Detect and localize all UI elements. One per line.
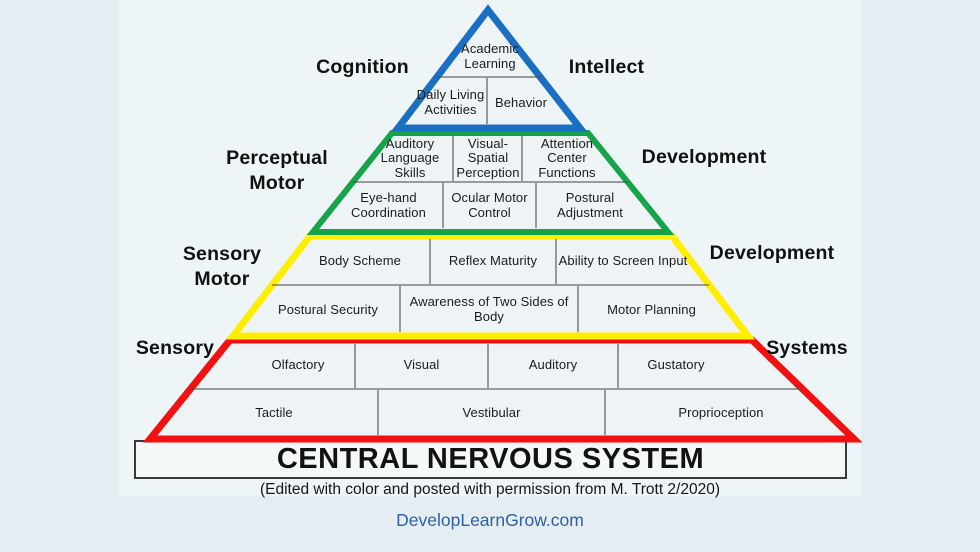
cell-tactile: Tactile xyxy=(255,404,293,420)
side-label-development-upper: Development xyxy=(641,146,767,169)
side-label-sensory: Sensory xyxy=(135,337,215,360)
cell-vestibular: Vestibular xyxy=(462,404,521,420)
cell-auditory-language-skills: Auditory Language Skills xyxy=(380,135,440,180)
cell-awareness-of-two-sides-of-body: Awareness of Two Sides of Body xyxy=(409,294,569,324)
cell-behavior: Behavior xyxy=(494,94,548,110)
side-label-development-lower: Development xyxy=(709,242,835,265)
cell-olfactory: Olfactory xyxy=(271,356,325,372)
cell-ability-to-screen-input: Ability to Screen Input xyxy=(558,253,688,269)
cell-visual-spatial-perception: Visual-Spatial Perception xyxy=(456,135,520,180)
side-label-systems: Systems xyxy=(766,337,848,360)
cns-box: CENTRAL NERVOUS SYSTEM xyxy=(134,440,847,479)
cell-eye-hand-coordination: Eye-hand Coordination xyxy=(351,190,426,220)
side-label-intellect: Intellect xyxy=(568,56,645,79)
cell-visual: Visual xyxy=(403,356,440,372)
cell-motor-planning: Motor Planning xyxy=(607,301,696,317)
cell-postural-adjustment: Postural Adjustment xyxy=(556,190,624,220)
side-label-sensory-motor: Sensory Motor xyxy=(182,242,262,290)
cell-auditory: Auditory xyxy=(528,356,578,372)
cell-proprioception: Proprioception xyxy=(678,404,764,420)
cell-attention-center-functions: Attention Center Functions xyxy=(538,135,596,180)
side-label-perceptual-motor: Perceptual Motor xyxy=(226,146,328,194)
credit-caption: (Edited with color and posted with permi… xyxy=(259,481,721,498)
cell-ocular-motor-control: Ocular Motor Control xyxy=(451,190,528,220)
side-label-cognition: Cognition xyxy=(316,56,409,79)
cell-academic-learning: Academic Learning xyxy=(461,41,519,71)
cell-body-scheme: Body Scheme xyxy=(318,253,402,269)
website-link[interactable]: DevelopLearnGrow.com xyxy=(396,510,584,530)
cell-postural-security: Postural Security xyxy=(278,301,378,317)
cell-daily-living-activities: Daily Living Activities xyxy=(416,87,485,117)
cell-reflex-maturity: Reflex Maturity xyxy=(448,253,538,269)
cns-label: CENTRAL NERVOUS SYSTEM xyxy=(276,443,705,475)
cell-gustatory: Gustatory xyxy=(647,356,705,372)
